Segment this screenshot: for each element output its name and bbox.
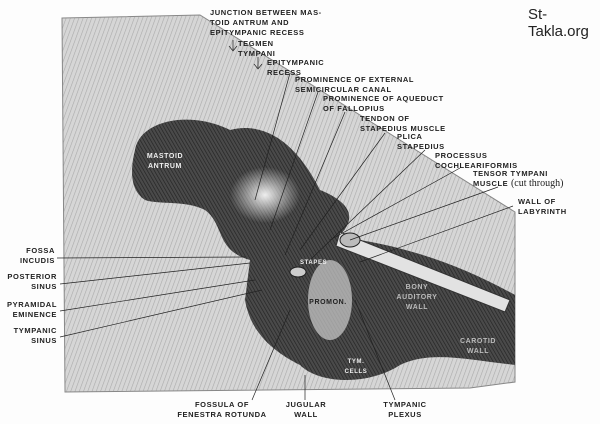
label-line: WALL bbox=[466, 348, 490, 355]
label-fossa-incudis: FOSSA INCUDIS bbox=[20, 246, 55, 266]
label-line: TYMPANI bbox=[238, 49, 276, 58]
label-line: TEGMEN bbox=[238, 39, 274, 48]
label-junction: JUNCTION BETWEEN MAS- TOID ANTRUM AND EP… bbox=[210, 8, 322, 38]
label-line: PROCESSUS bbox=[435, 151, 488, 160]
label-labyrinth: WALL OF LABYRINTH bbox=[518, 197, 567, 217]
label-line: CAROTID bbox=[459, 338, 497, 345]
label-line: SEMICIRCULAR CANAL bbox=[295, 85, 392, 94]
label-promontory: PROMON. bbox=[309, 299, 347, 306]
label-tym-cells: TYM. CELLS bbox=[345, 357, 368, 377]
label-line: WALL OF bbox=[518, 197, 556, 206]
label-jugular-wall: JUGULAR WALL bbox=[286, 400, 326, 420]
label-line: TENDON OF bbox=[360, 114, 410, 123]
label-line: MASTOID bbox=[146, 153, 184, 160]
label-line: TOID ANTRUM AND bbox=[210, 18, 290, 27]
label-tegmen-tympani: TEGMEN TYMPANI bbox=[238, 39, 275, 59]
label-line: TENSOR TYMPANI bbox=[473, 169, 548, 178]
label-bony-auditory-wall: BONY AUDITORY WALL bbox=[397, 283, 438, 313]
label-line: WALL bbox=[294, 410, 318, 419]
label-tensor-tympani: TENSOR TYMPANI MUSCLE (cut through) bbox=[473, 169, 563, 189]
label-line: PROMINENCE OF EXTERNAL bbox=[295, 75, 415, 84]
label-line: JUNCTION BETWEEN MAS- bbox=[210, 8, 322, 17]
label-line: ANTRUM bbox=[148, 163, 182, 170]
label-carotid-wall: CAROTID WALL bbox=[460, 337, 496, 357]
label-mastoid-antrum: MASTOID ANTRUM bbox=[147, 152, 183, 172]
label-line: AUDITORY bbox=[396, 294, 438, 301]
label-external-canal: PROMINENCE OF EXTERNAL SEMICIRCULAR CANA… bbox=[295, 75, 414, 95]
label-line: INCUDIS bbox=[19, 256, 55, 265]
label-processus: PROCESSUS COCHLEARIFORMIS bbox=[435, 151, 518, 171]
label-line: LABYRINTH bbox=[518, 207, 567, 216]
label-fossula: FOSSULA OF FENESTRA ROTUNDA bbox=[177, 400, 266, 420]
label-line: PLEXUS bbox=[388, 410, 422, 419]
label-line: TYMPANIC bbox=[13, 326, 57, 335]
label-tympanic-sinus: TYMPANIC SINUS bbox=[14, 326, 57, 346]
label-epitympanic-recess: EPITYMPANIC RECESS bbox=[267, 58, 324, 78]
label-line: EPITYMPANIC RECESS bbox=[210, 28, 305, 37]
label-line: EMINENCE bbox=[12, 310, 57, 319]
label-line: FOSSULA OF bbox=[194, 400, 250, 409]
label-line: CELLS bbox=[344, 369, 368, 375]
label-line: MUSCLE (cut through) bbox=[473, 179, 563, 189]
tensor-tympani-canal bbox=[335, 231, 511, 313]
tympanic-cavity-region bbox=[245, 232, 515, 380]
label-line: PLICA bbox=[397, 132, 423, 141]
label-line: SINUS bbox=[31, 336, 57, 345]
label-tendon: TENDON OF STAPEDIUS MUSCLE bbox=[360, 114, 446, 134]
label-pyramidal: PYRAMIDAL EMINENCE bbox=[7, 300, 57, 320]
label-text: MUSCLE bbox=[473, 179, 509, 188]
stapes-footplate bbox=[289, 266, 307, 278]
label-note: (cut through) bbox=[510, 178, 564, 189]
label-line: BONY bbox=[405, 284, 429, 291]
promontory bbox=[308, 260, 352, 340]
label-stapes: STAPES bbox=[300, 260, 328, 266]
label-line: SINUS bbox=[31, 282, 57, 291]
epitympanic-highlight bbox=[230, 167, 300, 223]
label-line: EPITYMPANIC bbox=[267, 58, 325, 67]
label-line: TYM. bbox=[347, 359, 365, 365]
label-line: FOSSA bbox=[26, 246, 55, 255]
label-line: STAPEDIUS MUSCLE bbox=[360, 124, 446, 133]
label-line: STAPEDIUS bbox=[397, 142, 445, 151]
label-line: PYRAMIDAL bbox=[7, 300, 57, 309]
label-line: OF FALLOPIUS bbox=[323, 104, 385, 113]
watermark: St-Takla.org bbox=[528, 6, 589, 40]
label-line: RECESS bbox=[267, 68, 302, 77]
label-plica: PLICA STAPEDIUS bbox=[397, 132, 445, 152]
label-line: COCHLEARIFORMIS bbox=[435, 161, 518, 170]
leader-lines bbox=[56, 40, 514, 401]
label-aqueduct: PROMINENCE OF AQUEDUCT OF FALLOPIUS bbox=[323, 94, 444, 114]
label-tympanic-plexus: TYMPANIC PLEXUS bbox=[383, 400, 426, 420]
label-line: FENESTRA ROTUNDA bbox=[177, 410, 267, 419]
label-line: TYMPANIC bbox=[383, 400, 427, 409]
label-line: POSTERIOR bbox=[7, 272, 57, 281]
label-posterior-sinus: POSTERIOR SINUS bbox=[7, 272, 57, 292]
label-line: PROMINENCE OF AQUEDUCT bbox=[323, 94, 444, 103]
label-line: WALL bbox=[405, 304, 429, 311]
label-line: JUGULAR bbox=[285, 400, 327, 409]
